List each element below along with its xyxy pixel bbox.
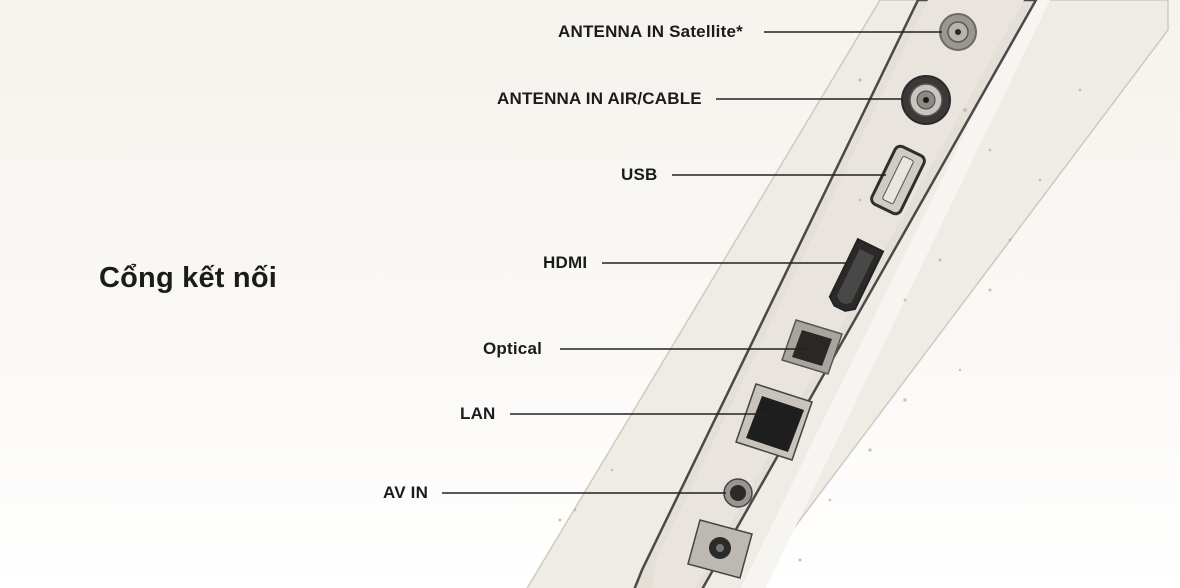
usb-port xyxy=(870,144,926,216)
label-hdmi: HDMI xyxy=(543,253,588,272)
power-connector xyxy=(687,519,753,579)
label-antenna-satellite: ANTENNA IN Satellite* xyxy=(558,22,743,41)
leader-lines xyxy=(442,31,942,494)
label-av-in: AV IN xyxy=(383,483,429,502)
page-title: Cổng kết nối xyxy=(99,262,278,294)
hdmi-port xyxy=(828,237,885,312)
label-usb: USB xyxy=(621,165,658,184)
antenna-air-cable-connector xyxy=(901,75,951,125)
optical-port xyxy=(781,319,843,375)
label-lan: LAN xyxy=(460,404,496,423)
antenna-satellite-connector xyxy=(939,13,977,51)
tv-bezel-edge xyxy=(740,0,1050,588)
label-optical: Optical xyxy=(483,339,543,358)
label-antenna-air-cable: ANTENNA IN AIR/CABLE xyxy=(497,89,702,108)
av-in-jack xyxy=(723,478,753,508)
panel-speckles xyxy=(558,78,1082,562)
lan-port xyxy=(735,383,813,461)
